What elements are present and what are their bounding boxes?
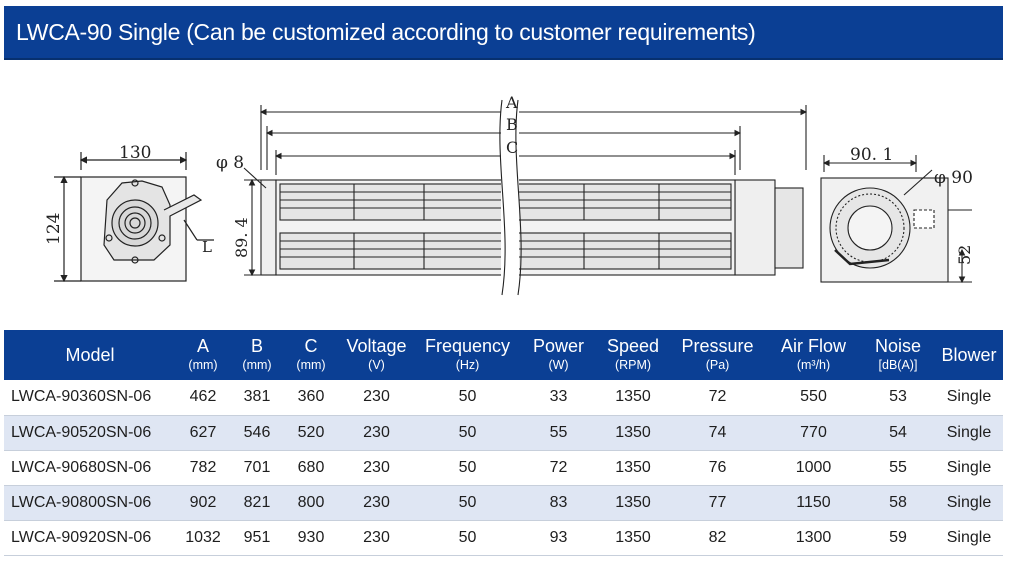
- hole-diameter-label: φ 8: [216, 153, 244, 173]
- cell-air-flow: 550: [766, 380, 861, 416]
- outlet-height-label: 52: [955, 245, 974, 265]
- cell-pressure: 72: [669, 380, 766, 416]
- cell-voltage: 230: [338, 415, 415, 451]
- cell-pressure: 74: [669, 415, 766, 451]
- cell-c: 520: [284, 415, 338, 451]
- cell-speed: 1350: [597, 485, 669, 521]
- col-header-pressure: Pressure(Pa): [681, 336, 754, 373]
- cell-blower: Single: [935, 415, 1003, 451]
- cell-voltage: 230: [338, 450, 415, 486]
- cell-b: 546: [230, 415, 284, 451]
- cell-c: 680: [284, 450, 338, 486]
- cell-blower: Single: [935, 450, 1003, 486]
- table-header-row: Model A(mm) B(mm) C(mm) Voltage(V) Frequ…: [4, 330, 1003, 380]
- cell-b: 381: [230, 380, 284, 416]
- cell-model: LWCA-90800SN-06: [4, 485, 176, 521]
- cell-voltage: 230: [338, 485, 415, 521]
- col-header-air-flow: Air Flow(m³/h): [780, 336, 846, 373]
- cell-frequency: 50: [415, 380, 520, 416]
- section-break: [501, 100, 519, 335]
- right-diameter-label: φ 90: [934, 168, 973, 188]
- title-bar: LWCA-90 Single (Can be customized accord…: [4, 6, 1003, 60]
- col-header-a: A(mm): [188, 336, 218, 373]
- col-header-blower: Blower: [941, 344, 997, 365]
- dim-b-label: B: [506, 115, 518, 134]
- cell-frequency: 50: [415, 415, 520, 451]
- cell-air-flow: 1000: [766, 450, 861, 486]
- cell-frequency: 50: [415, 450, 520, 486]
- cell-model: LWCA-90680SN-06: [4, 450, 176, 486]
- cable-length-label: L: [202, 238, 212, 256]
- dim-a-label: A: [505, 93, 518, 112]
- cell-b: 821: [230, 485, 284, 521]
- right-width-label: 90. 1: [850, 145, 893, 165]
- cell-noise: 55: [861, 450, 935, 486]
- cell-noise: 54: [861, 415, 935, 451]
- cell-power: 33: [520, 380, 597, 416]
- cell-power: 83: [520, 485, 597, 521]
- cell-a: 627: [176, 415, 230, 451]
- cell-speed: 1350: [597, 450, 669, 486]
- cell-speed: 1350: [597, 380, 669, 416]
- side-height-label: 89. 4: [232, 217, 251, 258]
- cell-air-flow: 770: [766, 415, 861, 451]
- cell-a: 462: [176, 380, 230, 416]
- cell-voltage: 230: [338, 380, 415, 416]
- cell-blower: Single: [935, 485, 1003, 521]
- cell-frequency: 50: [415, 520, 520, 556]
- col-header-frequency: Frequency(Hz): [424, 336, 511, 373]
- cell-air-flow: 1150: [766, 485, 861, 521]
- technical-drawing: 130 124 L: [4, 60, 1003, 335]
- cell-blower: Single: [935, 520, 1003, 556]
- technical-drawing-svg: 130 124 L: [44, 93, 974, 335]
- cell-model: LWCA-90920SN-06: [4, 520, 176, 556]
- cell-voltage: 230: [338, 520, 415, 556]
- col-header-c: C(mm): [296, 336, 326, 373]
- dim-c-label: C: [506, 138, 518, 157]
- cell-air-flow: 1300: [766, 520, 861, 556]
- cell-model: LWCA-90360SN-06: [4, 380, 176, 416]
- cell-a: 1032: [176, 520, 230, 556]
- col-header-speed: Speed(RPM): [606, 336, 660, 373]
- cell-power: 55: [520, 415, 597, 451]
- side-view: [243, 105, 808, 277]
- cell-blower: Single: [935, 380, 1003, 416]
- right-end-view: [820, 155, 972, 284]
- cell-pressure: 77: [669, 485, 766, 521]
- cell-noise: 58: [861, 485, 935, 521]
- cell-noise: 53: [861, 380, 935, 416]
- col-header-power: Power(W): [532, 336, 585, 373]
- col-header-noise: Noise[dB(A)]: [874, 336, 922, 373]
- cell-pressure: 82: [669, 520, 766, 556]
- cell-a: 902: [176, 485, 230, 521]
- cell-frequency: 50: [415, 485, 520, 521]
- cell-c: 360: [284, 380, 338, 416]
- cell-power: 93: [520, 520, 597, 556]
- cell-speed: 1350: [597, 520, 669, 556]
- cell-pressure: 76: [669, 450, 766, 486]
- left-height-label: 124: [44, 213, 64, 245]
- left-end-view: [54, 152, 214, 283]
- left-width-label: 130: [119, 143, 151, 163]
- spec-table: Model A(mm) B(mm) C(mm) Voltage(V) Frequ…: [4, 330, 1003, 556]
- cell-speed: 1350: [597, 415, 669, 451]
- cell-b: 951: [230, 520, 284, 556]
- page-title: LWCA-90 Single (Can be customized accord…: [16, 19, 756, 45]
- col-header-voltage: Voltage(V): [346, 336, 407, 373]
- cell-c: 800: [284, 485, 338, 521]
- cell-power: 72: [520, 450, 597, 486]
- cell-b: 701: [230, 450, 284, 486]
- cell-c: 930: [284, 520, 338, 556]
- col-header-model: Model: [65, 344, 115, 365]
- cell-model: LWCA-90520SN-06: [4, 415, 176, 451]
- col-header-b: B(mm): [242, 336, 272, 373]
- cell-noise: 59: [861, 520, 935, 556]
- cell-a: 782: [176, 450, 230, 486]
